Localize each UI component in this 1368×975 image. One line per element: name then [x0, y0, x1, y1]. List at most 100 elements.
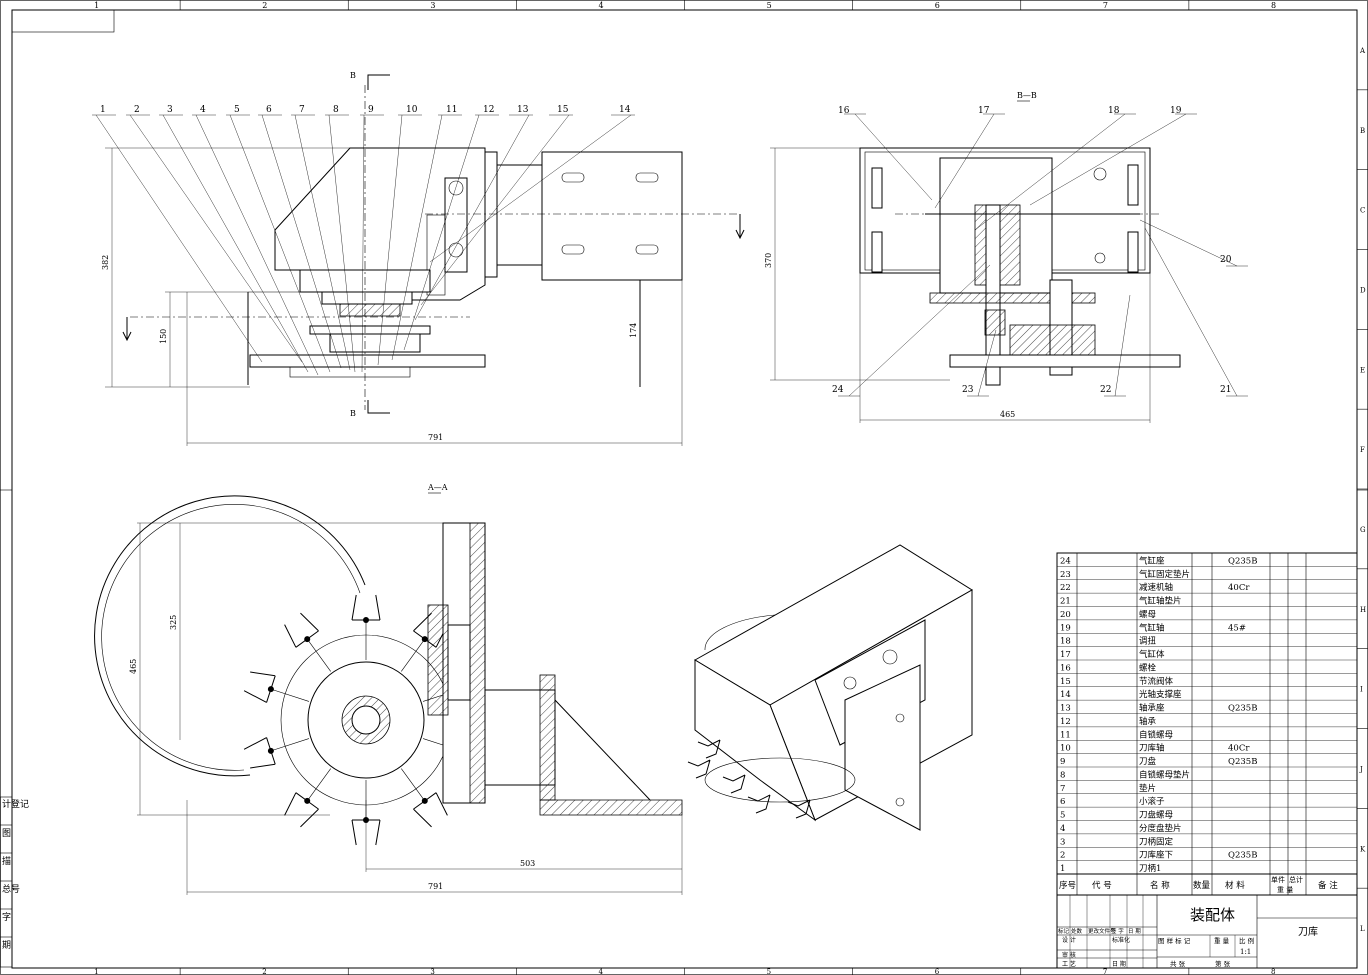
tb-role-review: 审 核 [1062, 951, 1076, 959]
bom-row-name: 分度盘垫片 [1139, 823, 1182, 834]
tb-col-sign: 签 字 [1111, 927, 1124, 935]
bom-row-name: 气缸座 [1139, 555, 1165, 566]
dim-174: 174 [629, 323, 638, 338]
tool-holder-bolt [304, 636, 311, 643]
iso-fork [722, 774, 746, 794]
bom-row-no: 14 [1060, 690, 1071, 700]
top-zone-8: 8 [1271, 1, 1276, 10]
tool-holder-bolt [421, 797, 428, 804]
bom-row-no: 4 [1060, 824, 1065, 834]
bom-row-name: 光轴支撑座 [1139, 689, 1182, 700]
callout-9: 9 [368, 105, 374, 115]
callout-2: 2 [134, 105, 140, 115]
callout-10: 10 [406, 105, 418, 115]
callout-15: 15 [557, 105, 569, 115]
bom-row-name: 气缸轴垫片 [1139, 596, 1182, 607]
bom-row-material: 40Cr [1228, 744, 1250, 754]
bom-row-no: 16 [1060, 663, 1071, 673]
bottom-zone-6: 6 [935, 968, 940, 975]
top-zone-4: 4 [598, 1, 603, 10]
tb-col-date: 日 期 [1128, 928, 1141, 935]
top-zone-6: 6 [935, 1, 940, 10]
side-zone-D: D [1360, 286, 1366, 294]
bom-row-no: 9 [1060, 757, 1065, 767]
iso-fork [787, 799, 811, 819]
top-view-label: A—A [427, 483, 448, 492]
bom-row-name: 气缸体 [1139, 649, 1165, 660]
tool-holder-arm [401, 638, 426, 672]
callout-21: 21 [1220, 385, 1231, 395]
bom-header-name: 名 称 [1150, 880, 1170, 891]
scale-value: 1:1 [1240, 948, 1251, 956]
bom-header-code: 代 号 [1092, 880, 1112, 891]
top-zone-5: 5 [767, 1, 772, 10]
top-zone-3: 3 [430, 1, 435, 10]
bottom-zone-4: 4 [598, 968, 603, 975]
bottom-zone-5: 5 [767, 968, 771, 975]
callout-16: 16 [838, 106, 850, 116]
strip-label-1: 计登记 [2, 798, 29, 810]
callout-8: 8 [333, 105, 339, 115]
tool-holder-fork [351, 594, 381, 621]
bom-row-name: 刀盘螺母 [1139, 810, 1173, 821]
bom-row-name: 自锁螺母 [1139, 729, 1173, 740]
dim-370: 370 [764, 253, 773, 268]
callout-7: 7 [299, 105, 305, 115]
callout-20: 20 [1220, 255, 1232, 265]
side-zone-H: H [1360, 606, 1366, 614]
dim-791-front: 791 [428, 433, 443, 442]
bom-row-name: 螺母 [1139, 609, 1156, 620]
iso-tool-holders [687, 739, 811, 819]
bom-row-no: 13 [1060, 704, 1071, 714]
bom-header-single: 单件 [1271, 875, 1285, 884]
callout-22: 22 [1100, 385, 1111, 395]
bom-row-no: 1 [1060, 864, 1065, 874]
tb-col-count: 处数 [1071, 927, 1083, 935]
tool-holder-fork [284, 612, 319, 648]
isometric-view [687, 544, 973, 831]
bom-row-name: 螺栓 [1139, 662, 1157, 673]
bom-row-name: 刀盘 [1139, 756, 1157, 767]
bottom-zone-8: 8 [1271, 968, 1275, 975]
bom-row-no: 2 [1060, 851, 1065, 861]
strip-label-6: 期 [2, 940, 11, 951]
bom-header-weight: 重 量 [1277, 886, 1293, 894]
tb-role-date: 日 期 [1112, 960, 1126, 968]
part-name: 刀库 [1298, 925, 1318, 938]
iso-fork [697, 739, 721, 759]
bom-row-no: 20 [1060, 610, 1071, 620]
bom-row-name: 垫片 [1139, 783, 1156, 794]
scale-label: 比 例 [1239, 936, 1254, 945]
strip-label-4: 总号 [2, 883, 20, 895]
dim-503: 503 [520, 859, 535, 868]
callout-23: 23 [962, 385, 974, 395]
bom-row-material: Q235B [1228, 704, 1257, 714]
tb-col-change: 更改文件号 [1088, 927, 1116, 935]
strip-label-3: 描 [2, 855, 11, 867]
iso-fork [687, 759, 711, 779]
callout-6: 6 [266, 105, 272, 115]
left-strip: 计登记 图 描 总号 字 期 [0, 796, 29, 968]
bom-row-no: 7 [1060, 784, 1065, 794]
side-zone-F: F [1360, 446, 1365, 454]
tool-holder-bolt [267, 747, 274, 754]
bottom-zone-1: 1 [94, 968, 98, 975]
bom-row-no: 21 [1060, 597, 1071, 607]
bom-row-name: 刀库轴 [1139, 743, 1165, 754]
dim-382: 382 [101, 255, 110, 270]
tool-holder-bolt [304, 797, 311, 804]
top-view: A—A 465 325 503 791 [94, 483, 683, 895]
bom-row-name: 自锁螺母垫片 [1139, 769, 1190, 780]
tb-role-design: 设 计 [1062, 936, 1076, 944]
strip-label-5: 字 [2, 911, 11, 923]
side-view-label: B—B [1017, 91, 1037, 100]
title-block: 装配体 刀库 图 样 标 记 重 量 比 例 1:1 共 张 第 张 标记 处数… [1056, 894, 1358, 969]
side-zone-A: A [1359, 47, 1366, 55]
